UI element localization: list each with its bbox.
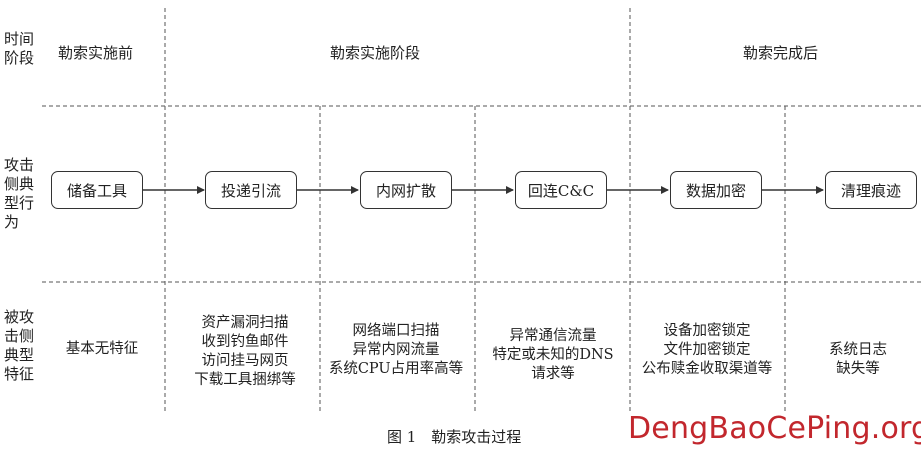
phase-after: 勒索完成后 (743, 44, 819, 62)
watermark: DengBaoCePing.org (628, 411, 921, 446)
step-box-lateral-spread: 内网扩散 (360, 171, 452, 209)
figure-caption: 图 1 勒索攻击过程 (387, 428, 522, 446)
row-label-attack-behavior: 攻击 侧典 型行 为 (4, 156, 35, 231)
step-box-delivery: 投递引流 (205, 171, 297, 209)
feature-delivery: 资产漏洞扫描 收到钓鱼邮件 访问挂马网页 下载工具捆绑等 (194, 315, 296, 388)
step-box-prepare-tools: 储备工具 (51, 171, 143, 209)
step-box-data-encryption: 数据加密 (670, 171, 762, 209)
row-label-time-phase: 时间 阶段 (4, 30, 35, 67)
feature-lateral-spread: 网络端口扫描 异常内网流量 系统CPU占用率高等 (328, 323, 464, 377)
phase-before: 勒索实施前 (58, 44, 134, 62)
phase-during: 勒索实施阶段 (330, 44, 421, 62)
feature-data-encryption: 设备加密锁定 文件加密锁定 公布赎金收取渠道等 (641, 323, 773, 377)
step-box-clear-traces: 清理痕迹 (825, 171, 917, 209)
row-label-victim-features: 被攻 击侧 典型 特征 (4, 308, 35, 383)
feature-clear-traces: 系统日志缺失等 (829, 342, 887, 377)
step-box-callback-cc: 回连C&C (515, 171, 607, 209)
feature-prepare-tools: 基本无特征 (65, 341, 139, 357)
feature-callback-cc: 异常通信流量 特定或未知的DNS 请求等 (492, 328, 614, 382)
